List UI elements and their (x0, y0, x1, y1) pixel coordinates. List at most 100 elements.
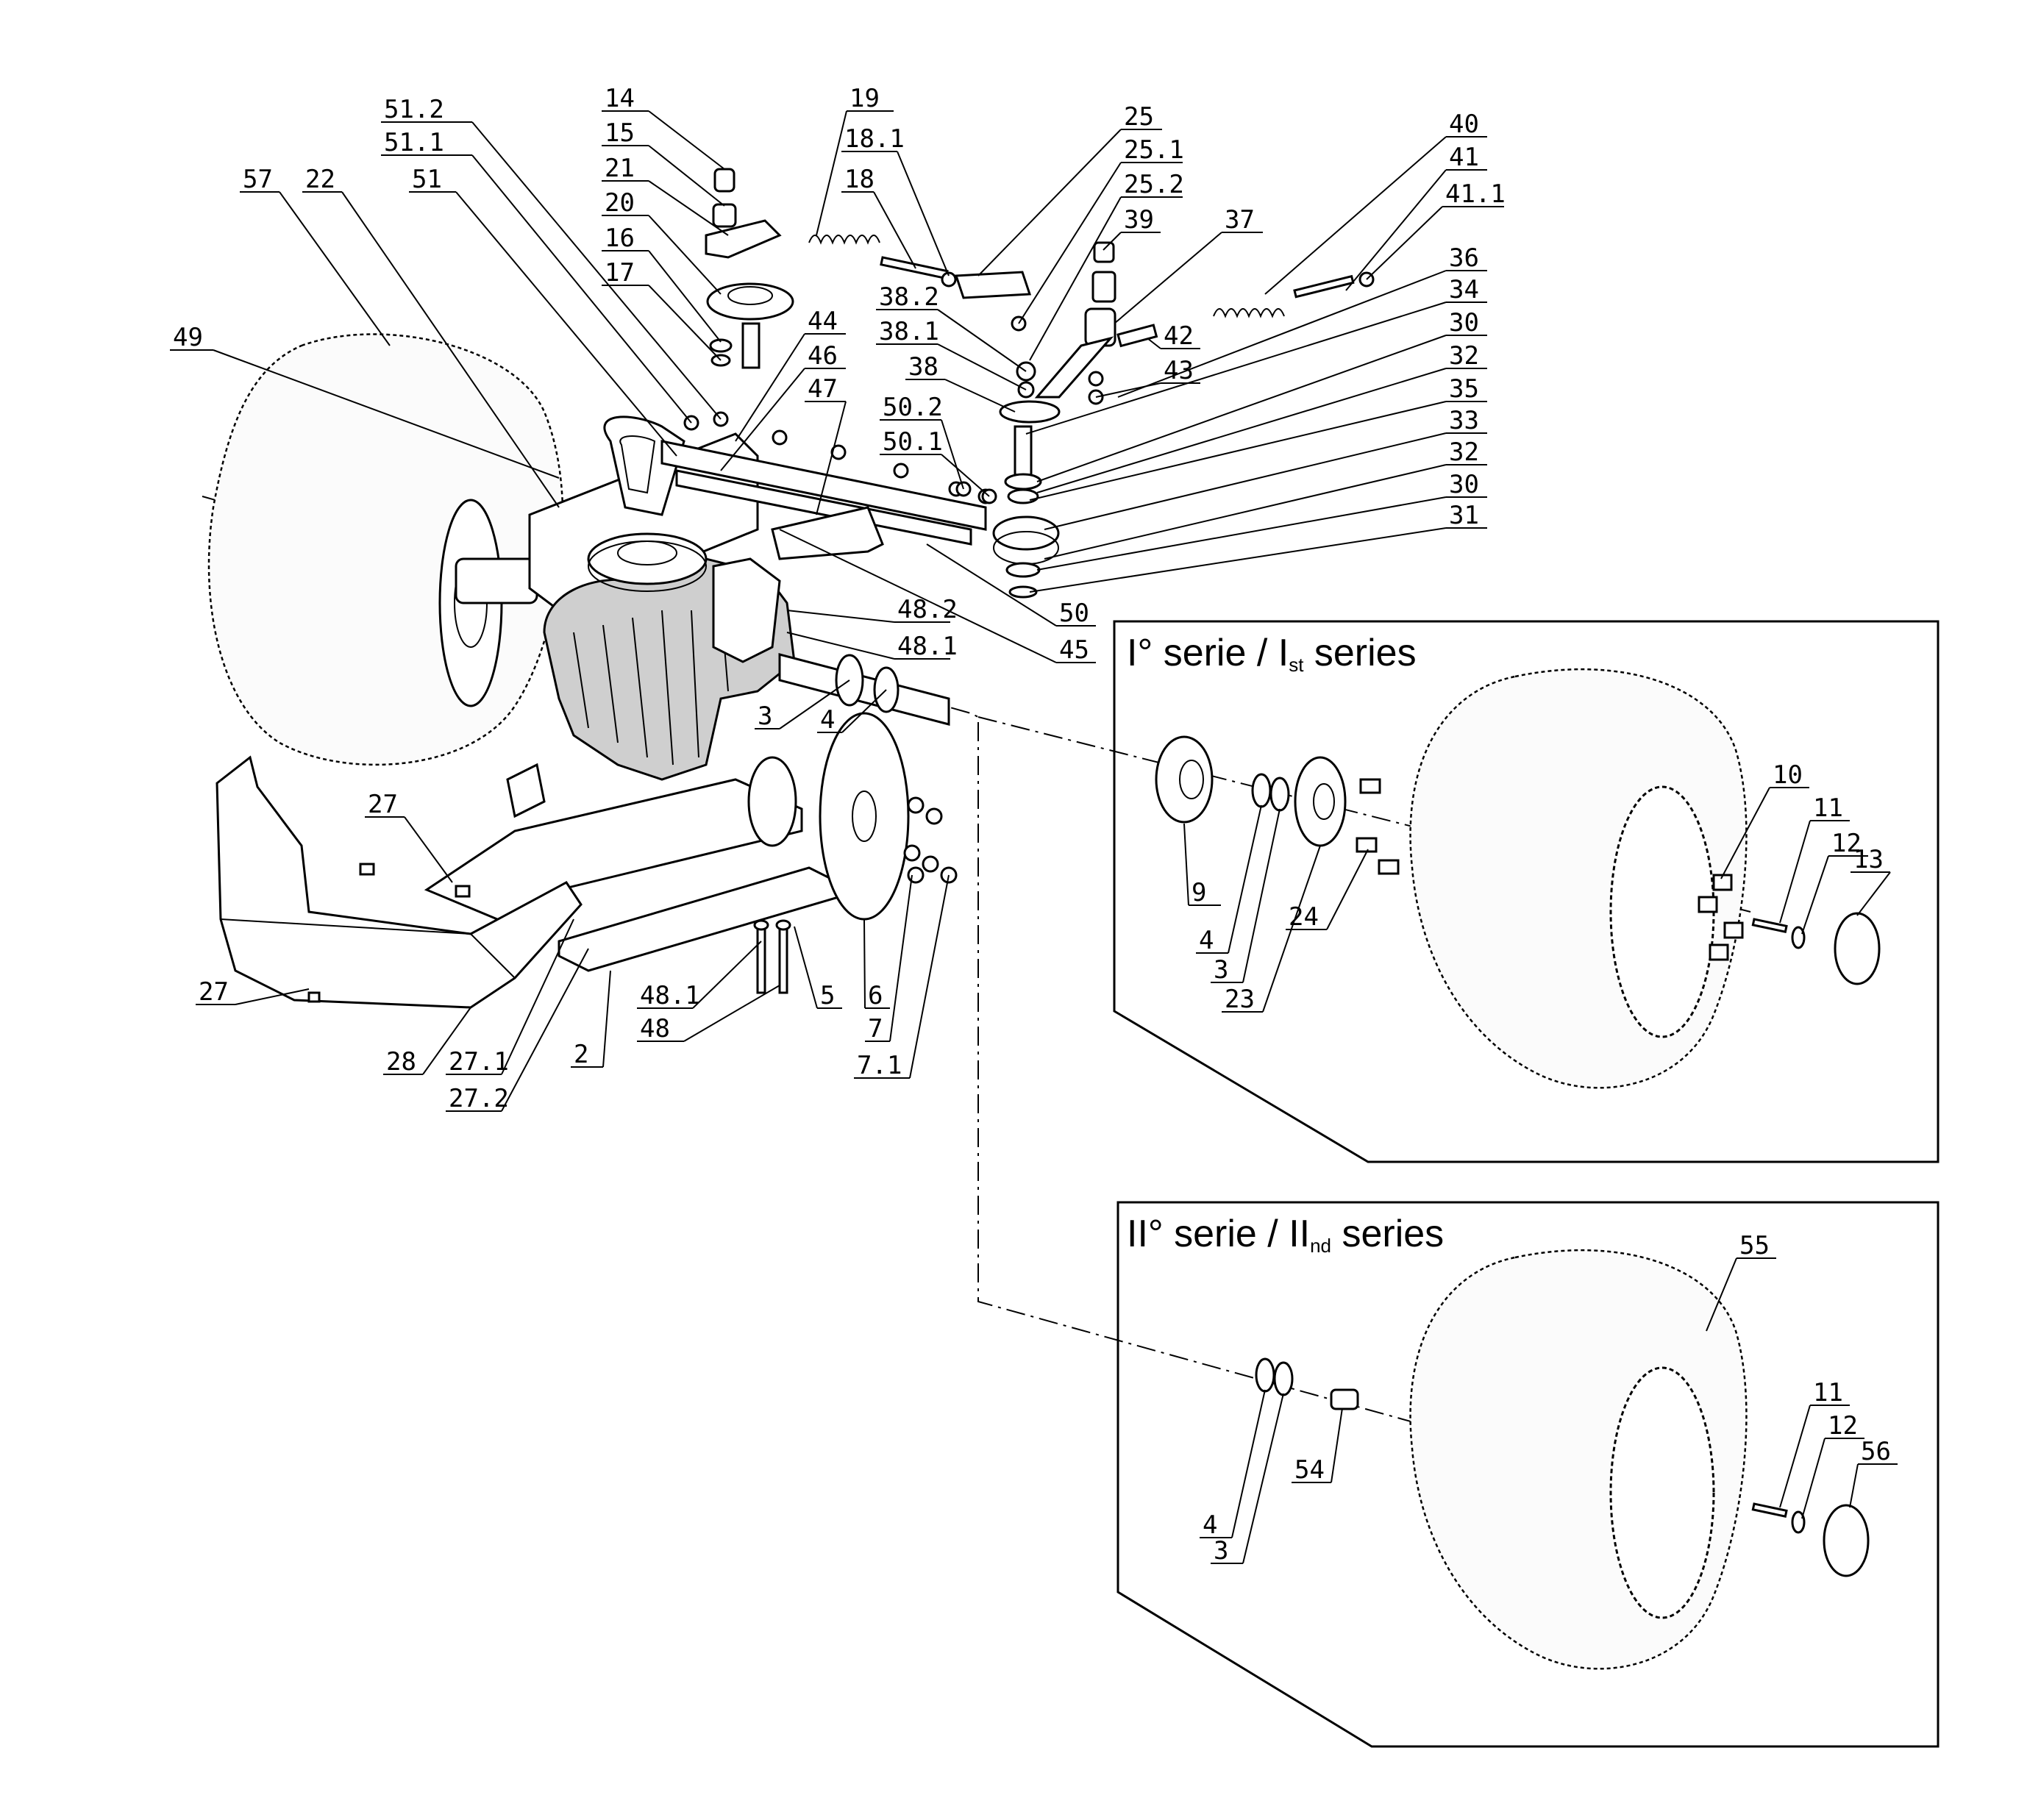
callout-label: 4 (820, 705, 835, 735)
callout-label: 50 (1059, 599, 1089, 628)
callout-label: 34 (1449, 275, 1479, 304)
callout-s1_9: 9 (1183, 823, 1221, 907)
callout-label: 11 (1813, 793, 1843, 823)
bushing-39 (1093, 241, 1115, 263)
callout-c_7_1: 7.1 (854, 874, 950, 1080)
callout-c_25_2: 25.2 (1029, 170, 1184, 361)
callout-c_41_1: 41.1 (1366, 179, 1506, 280)
bushing-15 (712, 203, 737, 228)
callout-c_25: 25 (977, 102, 1162, 276)
inset1-title: I° serie / Ist series (1127, 632, 1417, 676)
shaft-21 (741, 322, 761, 369)
callout-label: 27.2 (449, 1084, 509, 1113)
callout-c_27_2: 27.2 (446, 948, 589, 1113)
callout-c_38_2: 38.2 (876, 282, 1027, 372)
pulley-33 (992, 515, 1060, 551)
callout-c_32b: 32 (1044, 438, 1487, 560)
callout-label: 44 (808, 307, 838, 336)
bracket-25 (954, 271, 1032, 299)
callout-label: 21 (605, 154, 635, 183)
inset1-adapter-23 (1294, 756, 1347, 847)
callout-s1_11: 11 (1779, 793, 1850, 924)
callout-label: 57 (243, 165, 273, 194)
callout-label: 37 (1225, 205, 1255, 235)
callout-c_45: 45 (779, 529, 1096, 665)
callout-label: 48 (640, 1014, 670, 1043)
callout-c_32a: 32 (1036, 341, 1487, 493)
callout-label: 39 (1124, 205, 1154, 235)
callout-c_17: 17 (602, 258, 722, 361)
axle-housing-right (712, 557, 781, 663)
callout-c_48_2: 48.2 (786, 595, 958, 624)
callout-label: 54 (1294, 1455, 1325, 1485)
callout-c_41: 41 (1345, 143, 1487, 291)
callout-label: 28 (386, 1047, 416, 1077)
callout-c_16: 16 (602, 224, 722, 343)
inset2-cap-56 (1823, 1504, 1870, 1577)
inset1-centerline-link (977, 716, 1751, 913)
callout-c_30b: 30 (1036, 470, 1487, 571)
callout-c_51: 51 (409, 165, 677, 457)
callout-label: 51 (412, 165, 442, 194)
callout-label: 12 (1828, 1411, 1858, 1441)
inset2-bushing-54 (1330, 1388, 1359, 1410)
callout-label: 38.1 (879, 317, 939, 346)
bearing-30a (1004, 473, 1042, 490)
callout-label: 41 (1449, 143, 1479, 172)
callout-label: 56 (1861, 1437, 1891, 1466)
callout-label: 43 (1164, 356, 1194, 385)
callout-label: 17 (605, 258, 635, 288)
callout-label: 15 (605, 118, 635, 148)
callout-label: 30 (1449, 308, 1479, 338)
callout-label: 38 (908, 352, 938, 382)
inset2-washer-4 (1255, 1357, 1275, 1393)
callout-c_31: 31 (1029, 501, 1487, 593)
callout-c_14: 14 (602, 84, 725, 170)
inset-series-2: II° serie / IInd series (1116, 1201, 1940, 1748)
callout-s1_12: 12 (1801, 829, 1868, 935)
callout-c_43: 43 (1095, 356, 1200, 398)
callout-label: 50.1 (883, 427, 943, 457)
callout-label: 32 (1449, 341, 1479, 371)
callout-c_18: 18 (841, 165, 916, 269)
callout-label: 25.2 (1124, 170, 1184, 199)
callout-s2_11: 11 (1779, 1378, 1850, 1508)
callout-s1_10: 10 (1720, 760, 1809, 879)
callout-label: 23 (1225, 985, 1255, 1014)
callout-label: 6 (868, 981, 883, 1010)
callout-label: 12 (1831, 829, 1862, 858)
washer-43 (1088, 371, 1104, 387)
callout-c_28: 28 (383, 1007, 471, 1077)
callout-label: 51.1 (384, 128, 444, 157)
washer-16 (709, 338, 733, 353)
idler-arm-21 (705, 219, 782, 259)
callout-c_27_1: 27.1 (446, 918, 574, 1077)
callout-c_7: 7 (865, 874, 913, 1043)
callout-label: 38.2 (879, 282, 939, 312)
tensioner-assembly (705, 168, 1375, 599)
clip-31 (1008, 585, 1038, 599)
callout-s2_55: 55 (1706, 1231, 1776, 1332)
callout-label: 47 (808, 374, 838, 404)
callout-s2_3: 3 (1211, 1393, 1284, 1566)
callout-c_46: 46 (720, 341, 846, 471)
inset1-clip-12 (1791, 926, 1806, 949)
callout-c_33: 33 (1044, 406, 1487, 530)
callout-label: 55 (1739, 1231, 1770, 1260)
shaft-34 (1014, 425, 1033, 479)
callout-c_48_1a: 48.1 (786, 632, 958, 661)
callout-c_51_2: 51.2 (381, 95, 722, 420)
callout-c_51_1: 51.1 (381, 128, 692, 424)
callout-label: 42 (1164, 321, 1194, 351)
spacer-35 (1007, 488, 1039, 504)
callout-label: 27.1 (449, 1047, 509, 1077)
callout-s1_4: 4 (1196, 804, 1262, 955)
callout-s2_4: 4 (1200, 1389, 1266, 1540)
callout-label: 48.1 (897, 632, 958, 661)
callout-label: 35 (1449, 374, 1479, 404)
bearing-30b (1005, 562, 1041, 578)
rear-guard (216, 755, 583, 1009)
callout-label: 45 (1059, 635, 1089, 665)
callout-label: 9 (1192, 878, 1206, 907)
